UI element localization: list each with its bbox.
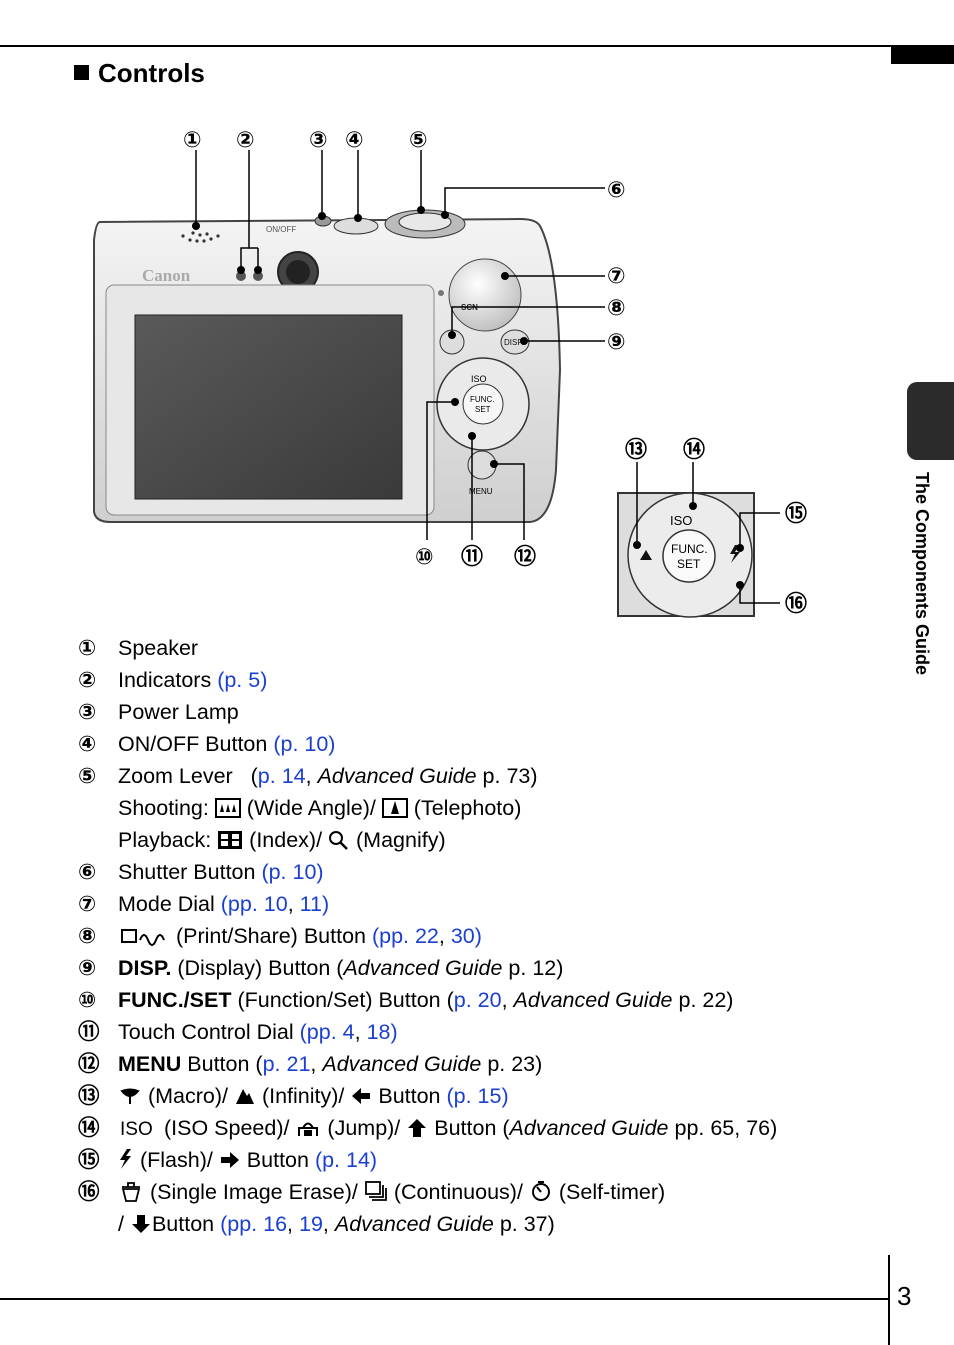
page-link[interactable]: 19 bbox=[298, 1212, 323, 1236]
page-link[interactable]: 11) bbox=[299, 892, 330, 916]
page-link[interactable]: p. 14 bbox=[257, 764, 306, 788]
page-link[interactable]: (p. 15) bbox=[446, 1084, 509, 1108]
leader-lines bbox=[195, 150, 780, 604]
svg-text:FUNC.: FUNC. bbox=[671, 542, 708, 556]
callout-12: ⑫ bbox=[514, 544, 537, 569]
callout-6: ⑥ bbox=[607, 177, 626, 202]
page-link[interactable]: (pp. 4 bbox=[299, 1020, 355, 1044]
svg-text:MENU: MENU bbox=[469, 487, 493, 496]
telephoto-icon bbox=[381, 798, 408, 818]
callout-11: ⑪ bbox=[461, 544, 484, 569]
print-share-icon bbox=[121, 929, 165, 946]
callout-16: ⑯ bbox=[785, 591, 808, 616]
callout-14: ⑭ bbox=[683, 437, 706, 462]
page-number: 3 bbox=[897, 1281, 912, 1311]
side-tab bbox=[907, 382, 954, 460]
erase-icon bbox=[121, 1182, 141, 1202]
right-arrow-icon bbox=[220, 1152, 239, 1168]
page-link[interactable]: (p. 10) bbox=[273, 732, 336, 756]
header-tab bbox=[891, 47, 954, 64]
infinity-icon bbox=[235, 1089, 254, 1104]
iso-icon: ISO bbox=[120, 1119, 153, 1138]
indicator-led bbox=[253, 271, 263, 281]
page-link[interactable]: (pp. 16 bbox=[220, 1212, 288, 1236]
bottom-rule bbox=[0, 1298, 890, 1300]
page-link[interactable]: (pp. 22 bbox=[371, 924, 439, 948]
svg-text:ISO: ISO bbox=[471, 374, 487, 384]
callout-13: ⑬ bbox=[625, 437, 648, 462]
wide-angle-icon bbox=[214, 798, 241, 818]
heading-text: Controls bbox=[98, 58, 205, 88]
page-link[interactable]: (p. 14) bbox=[314, 1148, 378, 1172]
top-rule bbox=[0, 45, 954, 47]
continuous-icon bbox=[364, 1181, 387, 1201]
page-link[interactable]: (p. 10) bbox=[261, 860, 324, 884]
index-icon bbox=[218, 831, 243, 849]
callout-2: ② bbox=[236, 127, 255, 152]
page-link[interactable]: (p. 5) bbox=[217, 668, 268, 692]
disp-button bbox=[500, 329, 530, 355]
svg-text:FUNC.: FUNC. bbox=[470, 395, 494, 404]
callout-4: ④ bbox=[345, 127, 364, 152]
callout-15: ⑮ bbox=[785, 501, 808, 526]
jump-icon bbox=[298, 1122, 319, 1136]
brand-logo: Canon bbox=[142, 266, 191, 285]
callout-3: ③ bbox=[309, 127, 328, 152]
callout-1: ① bbox=[183, 127, 202, 152]
up-arrow-icon bbox=[408, 1119, 427, 1137]
speaker-icon bbox=[181, 231, 220, 243]
page-link[interactable]: 30) bbox=[450, 924, 482, 948]
macro-icon bbox=[120, 1088, 140, 1104]
magnify-icon bbox=[329, 831, 348, 850]
svg-text:DISP.: DISP. bbox=[504, 338, 524, 347]
square-bullet-icon bbox=[74, 65, 89, 80]
callout-10: ⑩ bbox=[415, 544, 434, 569]
svg-text:SET: SET bbox=[475, 405, 491, 414]
page-link[interactable]: (pp. 10 bbox=[220, 892, 288, 916]
mode-dial bbox=[448, 258, 522, 332]
svg-text:SET: SET bbox=[677, 557, 701, 571]
func-set-button bbox=[462, 383, 504, 425]
callout-9: ⑨ bbox=[607, 329, 626, 354]
page-link[interactable]: p. 20 bbox=[453, 988, 502, 1012]
flash-icon bbox=[120, 1149, 131, 1169]
shutter-button bbox=[398, 212, 452, 232]
callout-8: ⑧ bbox=[607, 295, 626, 320]
camera-diagram: ON/OFF Canon SCN DISP. FUNC. SET ISO MEN… bbox=[93, 150, 780, 618]
page-link[interactable]: 18) bbox=[366, 1020, 398, 1044]
callout-5: ⑤ bbox=[409, 127, 428, 152]
page-link[interactable]: p. 21 bbox=[262, 1052, 311, 1076]
callout-7: ⑦ bbox=[607, 263, 626, 288]
svg-text:ISO: ISO bbox=[670, 513, 692, 528]
lcd-screen bbox=[134, 314, 403, 500]
self-timer-icon bbox=[531, 1181, 550, 1201]
page-number-divider bbox=[888, 1255, 890, 1345]
left-arrow-icon bbox=[352, 1088, 371, 1104]
indicator-led bbox=[236, 271, 246, 281]
down-arrow-icon bbox=[131, 1215, 150, 1233]
page-heading: Controls bbox=[74, 58, 205, 89]
on-off-label: ON/OFF bbox=[266, 225, 296, 234]
svg-text:ISO: ISO bbox=[120, 1119, 153, 1138]
